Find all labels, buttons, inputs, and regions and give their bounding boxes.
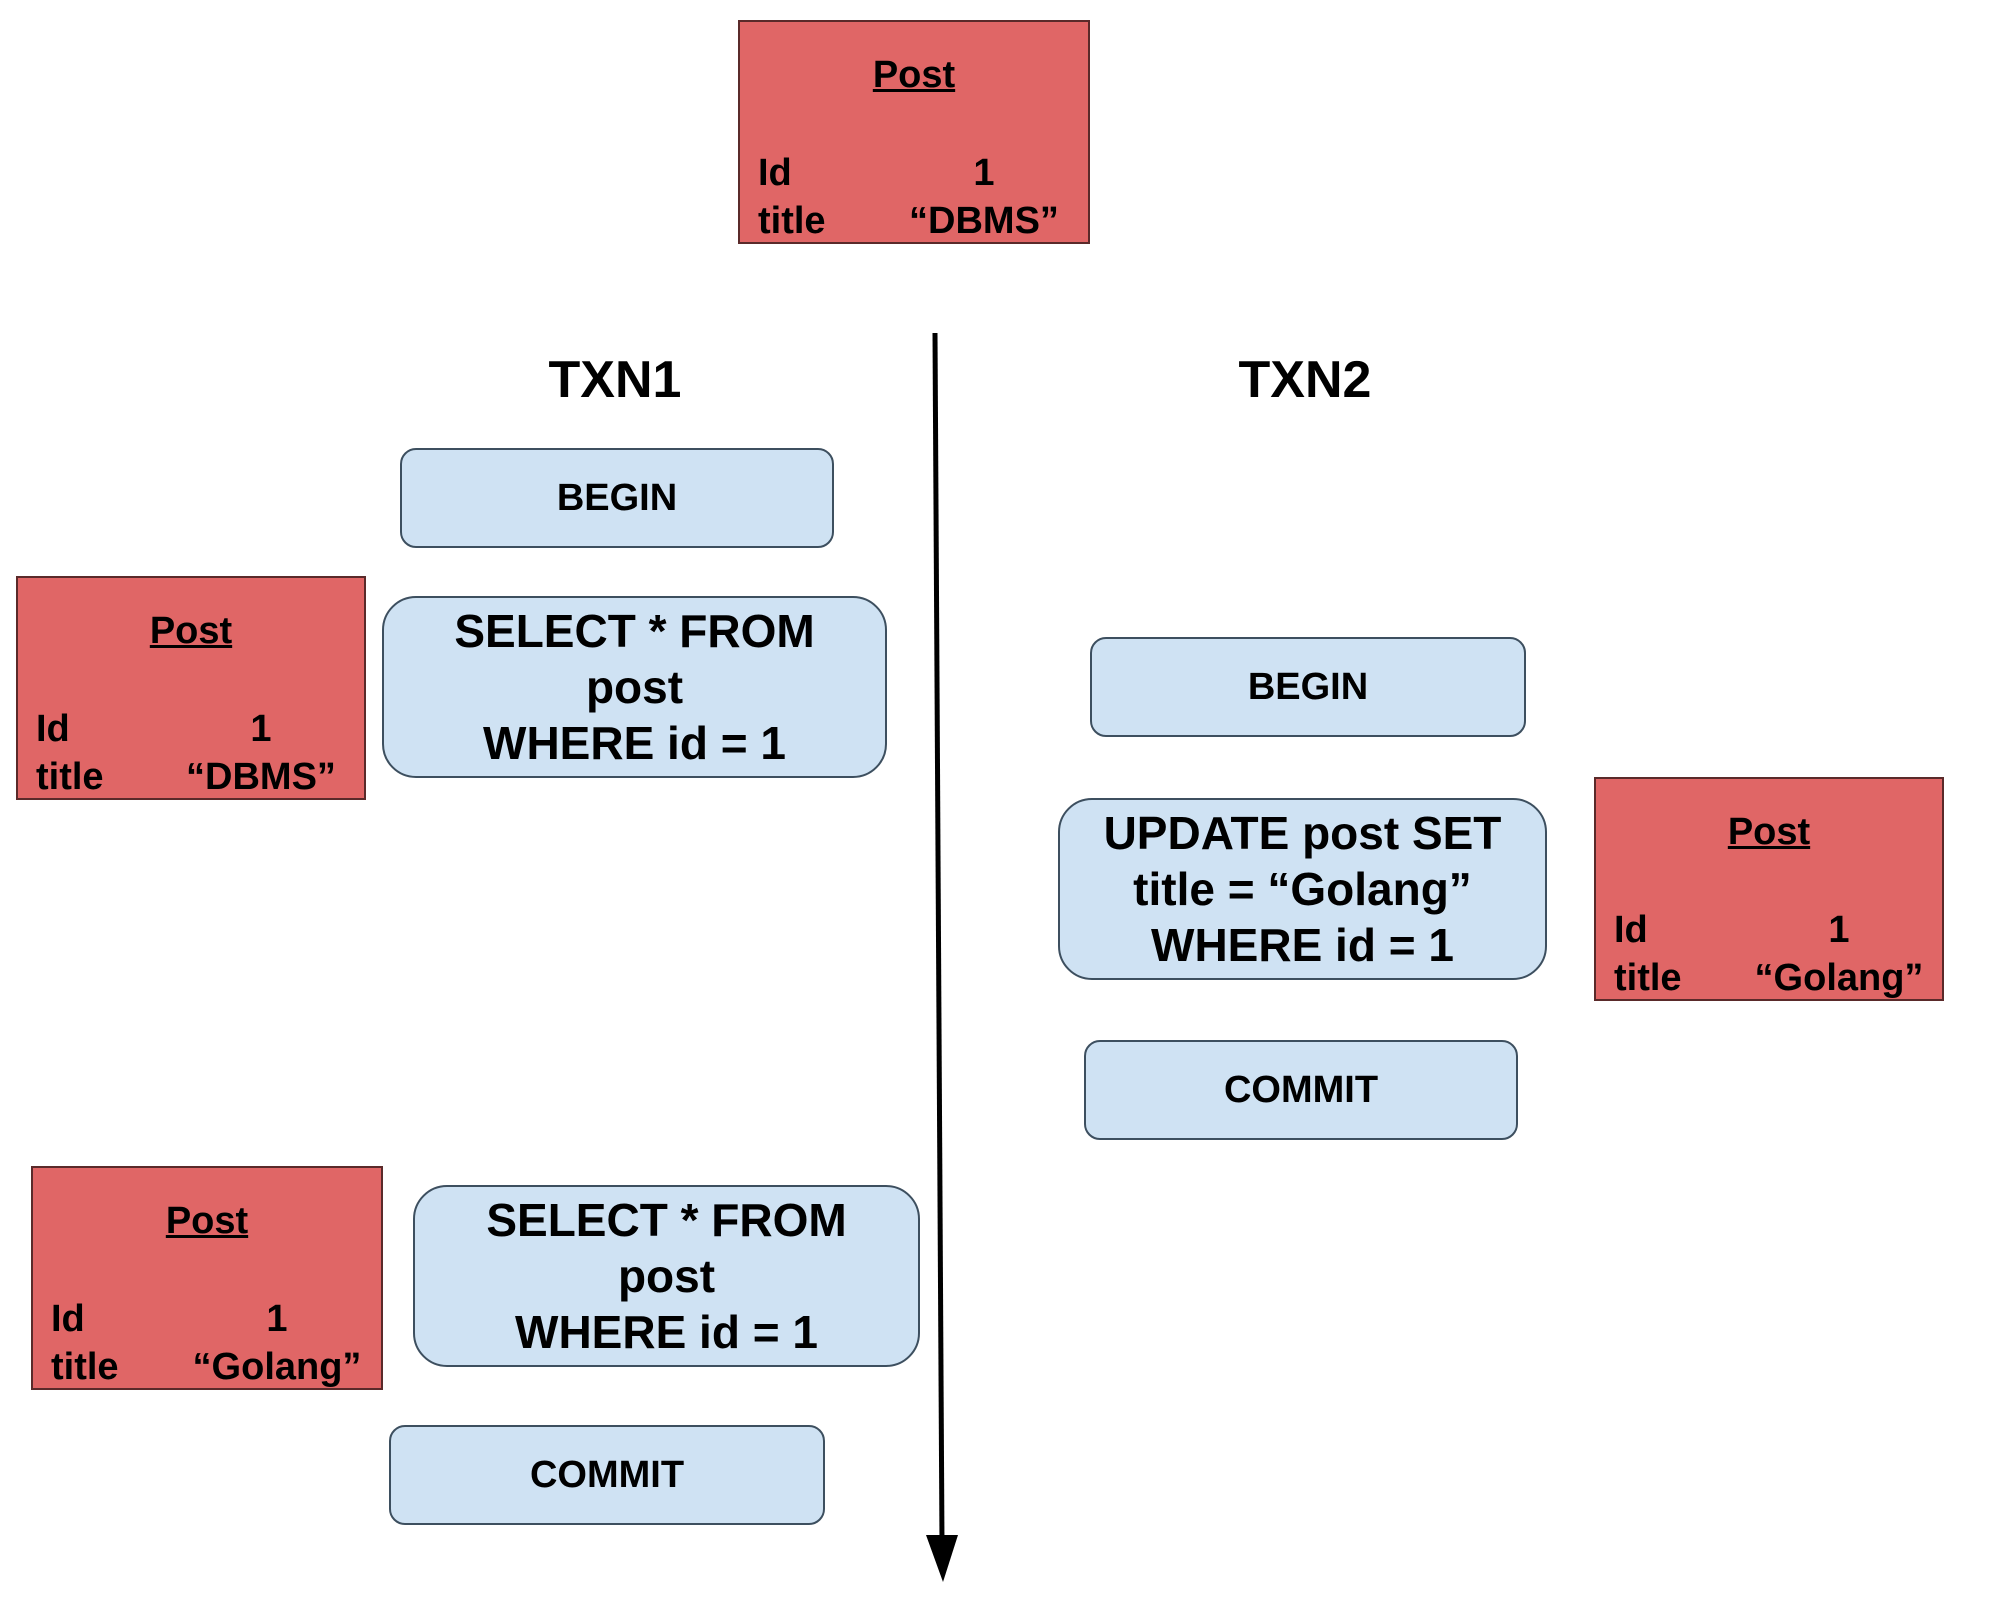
title-label: title [1614, 957, 1682, 999]
txn1-read2-record: Post Id 1 title “Golang” [31, 1166, 383, 1390]
id-value: 1 [250, 708, 272, 750]
id-label: Id [51, 1298, 85, 1340]
record-title: Post [872, 54, 956, 96]
title-value: “DBMS” [909, 200, 1059, 242]
txn1-read1-record: Post Id 1 title “DBMS” [16, 576, 366, 800]
id-label: Id [758, 152, 792, 194]
record-id-row: Id 1 [1614, 909, 1924, 957]
initial-post-record: Post Id 1 title “DBMS” [738, 20, 1090, 244]
record-title-row: title “DBMS” [36, 756, 346, 804]
title-label: title [51, 1346, 119, 1388]
txn1-select1-text: SELECT * FROM post WHERE id = 1 [454, 605, 815, 769]
txn1-select2-box: SELECT * FROM post WHERE id = 1 [413, 1185, 920, 1367]
title-value: “Golang” [1754, 957, 1924, 999]
txn2-begin-text: BEGIN [1247, 665, 1369, 708]
txn2-updated-record: Post Id 1 title “Golang” [1594, 777, 1944, 1001]
txn1-commit-text: COMMIT [529, 1453, 685, 1496]
title-label: title [758, 200, 826, 242]
txn1-select1-box: SELECT * FROM post WHERE id = 1 [382, 596, 887, 778]
record-id-row: Id 1 [36, 708, 346, 756]
id-label: Id [36, 708, 70, 750]
txn1-begin-box: BEGIN [400, 448, 834, 548]
txn2-commit-text: COMMIT [1223, 1068, 1379, 1111]
record-id-row: Id 1 [51, 1298, 363, 1346]
txn1-label: TXN1 [548, 351, 682, 409]
record-id-row: Id 1 [758, 152, 1070, 200]
record-title-row: title “DBMS” [758, 200, 1070, 248]
id-value: 1 [266, 1298, 288, 1340]
record-title-row: title “Golang” [51, 1346, 363, 1394]
txn2-update-text: UPDATE post SET title = “Golang” WHERE i… [1103, 807, 1502, 971]
id-value: 1 [973, 152, 995, 194]
title-value: “DBMS” [186, 756, 336, 798]
record-title: Post [165, 1200, 249, 1242]
txn1-commit-box: COMMIT [389, 1425, 825, 1525]
title-label: title [36, 756, 104, 798]
txn1-select2-text: SELECT * FROM post WHERE id = 1 [486, 1194, 847, 1358]
record-title-row: title “Golang” [1614, 957, 1924, 1005]
id-value: 1 [1828, 909, 1850, 951]
txn1-begin-text: BEGIN [556, 476, 678, 519]
title-value: “Golang” [192, 1346, 362, 1388]
txn2-begin-box: BEGIN [1090, 637, 1526, 737]
record-title: Post [1727, 811, 1811, 853]
id-label: Id [1614, 909, 1648, 951]
txn2-commit-box: COMMIT [1084, 1040, 1518, 1140]
txn2-update-box: UPDATE post SET title = “Golang” WHERE i… [1058, 798, 1547, 980]
txn2-label: TXN2 [1238, 351, 1372, 409]
record-title: Post [149, 610, 233, 652]
